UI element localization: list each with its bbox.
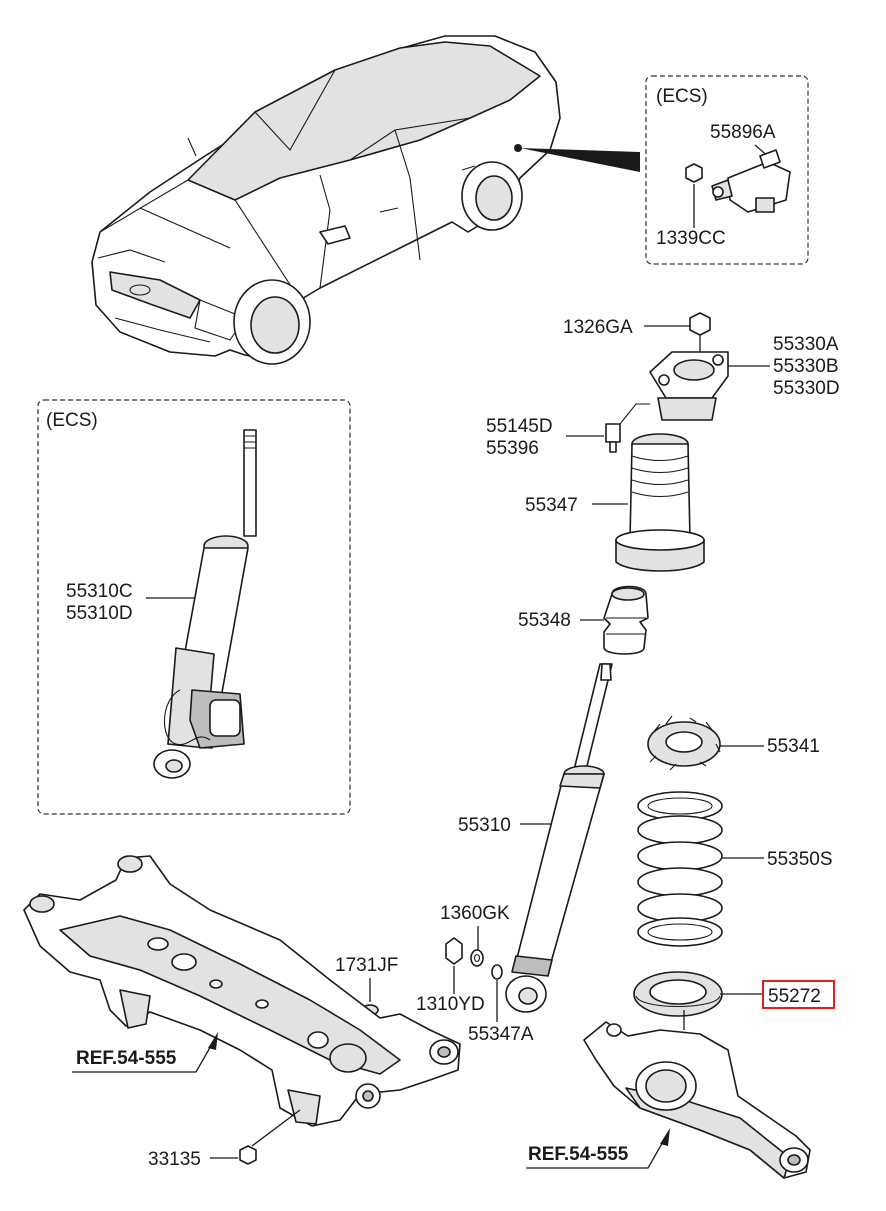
sensor-nut-icon bbox=[685, 163, 703, 183]
ecs-box-label-top: (ECS) bbox=[656, 86, 708, 107]
label-55347A: 55347A bbox=[468, 1024, 534, 1045]
ref-label-left: REF.54-555 bbox=[76, 1048, 177, 1069]
label-1731JF: 1731JF bbox=[335, 955, 398, 976]
label-55347: 55347 bbox=[525, 495, 578, 516]
label-55272: 55272 bbox=[768, 986, 821, 1007]
label-1310YD: 1310YD bbox=[416, 994, 485, 1015]
dust-cover-icon bbox=[615, 433, 705, 572]
label-55396: 55396 bbox=[486, 438, 539, 459]
height-sensor-icon bbox=[711, 149, 791, 213]
ecs-shock-box: (ECS) 55310C 55310D bbox=[37, 399, 351, 815]
crossmember-bolt-icon bbox=[239, 1145, 257, 1165]
highlight-box-55272 bbox=[762, 980, 835, 1009]
mount-nut-icon bbox=[689, 312, 711, 352]
car-illustration bbox=[91, 35, 561, 365]
label-55350S: 55350S bbox=[767, 849, 833, 870]
label-1339CC: 1339CC bbox=[656, 228, 726, 249]
label-55896A: 55896A bbox=[710, 122, 776, 143]
label-55310C: 55310C bbox=[66, 581, 133, 602]
label-55330A: 55330A bbox=[773, 334, 839, 355]
flange-nut-icon bbox=[445, 937, 463, 965]
callout-wedge bbox=[520, 148, 640, 172]
label-1326GA: 1326GA bbox=[563, 317, 633, 338]
coil-spring-icon bbox=[637, 791, 723, 947]
washer-icon bbox=[470, 949, 484, 967]
label-55330D: 55330D bbox=[773, 378, 840, 399]
upper-spring-seat-icon bbox=[647, 715, 721, 771]
lower-spring-pad-icon bbox=[633, 971, 723, 1030]
lower-arm-icon bbox=[583, 1021, 811, 1179]
ref-arrow-left bbox=[72, 1032, 218, 1073]
label-55330B: 55330B bbox=[773, 356, 839, 377]
insulator-mount-icon bbox=[649, 351, 729, 421]
ecs-shock-absorber-icon bbox=[153, 429, 257, 779]
label-1360GK: 1360GK bbox=[440, 903, 510, 924]
ref-arrow-right bbox=[526, 1128, 670, 1169]
bump-stopper-icon bbox=[603, 585, 649, 655]
label-55310D: 55310D bbox=[66, 603, 133, 624]
label-33135: 33135 bbox=[148, 1149, 201, 1170]
label-55341: 55341 bbox=[767, 736, 820, 757]
crossmember-icon bbox=[23, 855, 461, 1127]
mount-bolt-icon bbox=[605, 403, 650, 453]
ecs-sensor-box: (ECS) 55896A 1339CC bbox=[645, 75, 809, 265]
shock-absorber-icon bbox=[505, 663, 613, 1013]
label-55145D: 55145D bbox=[486, 416, 553, 437]
ecs-box-label-left: (ECS) bbox=[46, 410, 98, 431]
spacer-washer-icon bbox=[491, 964, 503, 980]
label-55348: 55348 bbox=[518, 610, 571, 631]
ref-label-right: REF.54-555 bbox=[528, 1144, 629, 1165]
label-55310: 55310 bbox=[458, 815, 511, 836]
